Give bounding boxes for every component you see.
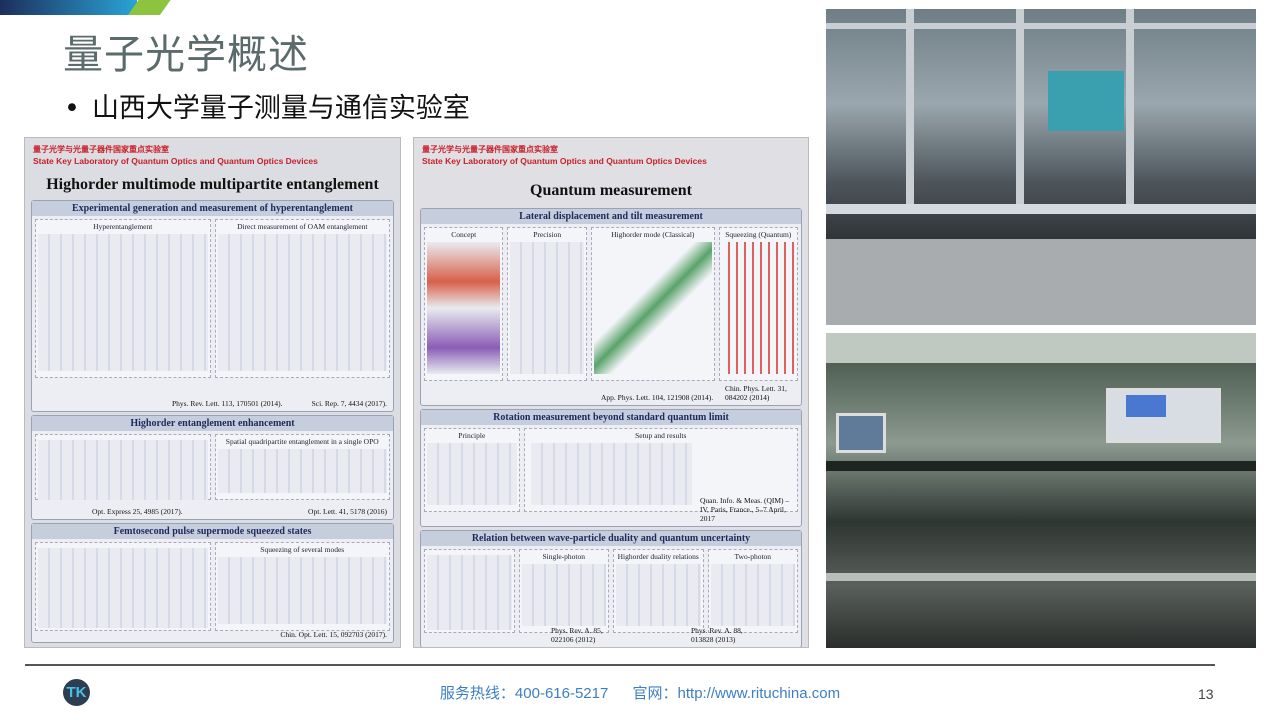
reference: Opt. Lett. 41, 5178 (2016) [308, 507, 387, 516]
poster-lab-en: State Key Laboratory of Quantum Optics a… [422, 156, 707, 166]
subpanel-title: Concept [451, 230, 477, 239]
poster-section: Highorder entanglement enhancement Spati… [31, 415, 394, 520]
slide-title: 量子光学概述 [63, 32, 309, 78]
reference: App. Phys. Lett. 104, 121908 (2014). [601, 393, 714, 402]
subpanel: Single-photon [518, 549, 609, 633]
reference: Sci. Rep. 7, 4434 (2017). [311, 399, 387, 408]
bullet-point: • 山西大学量子测量与通信实验室 [64, 86, 470, 125]
section-heading: Highorder entanglement enhancement [32, 416, 393, 431]
poster-section: Relation between wave-particle duality a… [420, 530, 802, 647]
bullet-text: 山西大学量子测量与通信实验室 [91, 93, 470, 124]
footer-website[interactable]: 官网：http://www.rituchina.com [632, 685, 841, 702]
subpanel-title: Squeezing (Quantum) [725, 230, 792, 239]
subpanel-title: Squeezing of several modes [260, 545, 345, 554]
section-heading: Lateral displacement and tilt measuremen… [421, 209, 801, 224]
subpanel: Two-photon [707, 549, 798, 633]
header-accent-bar [0, 0, 137, 15]
reference: Phys. Rev. A. 88, 013828 (2013) [691, 626, 743, 644]
poster-section: Lateral displacement and tilt measuremen… [420, 208, 802, 406]
reference: Chin. Opt. Lett. 15, 092703 (2017). [280, 630, 387, 639]
poster-quantum-measurement: 量子光学与光量子器件国家重点实验室 State Key Laboratory o… [413, 137, 809, 648]
subpanel: Concept [424, 227, 504, 381]
poster-title: Highorder multimode multipartite entangl… [46, 176, 379, 193]
footer-hotline: 服务热线：400-616-5217 [439, 685, 609, 702]
poster-lab-en: State Key Laboratory of Quantum Optics a… [33, 156, 318, 166]
page-number: 13 [1198, 686, 1214, 702]
subpanel: Squeezing of several modes [214, 542, 390, 631]
subpanel-title: Setup and results [635, 431, 687, 440]
poster-section: Femtosecond pulse supermode squeezed sta… [31, 523, 394, 643]
company-logo: TK [63, 679, 90, 706]
lab-photo-optical-table [826, 9, 1256, 325]
reference: Opt. Express 25, 4985 (2017). [92, 507, 183, 516]
reference: Phys. Rev. A. 85, 022106 (2012) [551, 626, 603, 644]
subpanel: Principle [424, 428, 520, 512]
section-heading: Rotation measurement beyond standard qua… [421, 410, 801, 425]
section-heading: Relation between wave-particle duality a… [421, 531, 801, 546]
lab-photo-electronics-rack [826, 333, 1256, 648]
subpanel: Setup and results [523, 428, 798, 512]
footer-contact: 服务热线：400-616-5217 官网：http://www.rituchin… [0, 682, 1280, 703]
poster-multipartite-entanglement: 量子光学与光量子器件国家重点实验室 State Key Laboratory o… [24, 137, 401, 648]
bullet-marker: • [64, 93, 80, 124]
subpanel-title: Hyperentanglement [93, 222, 153, 231]
subpanel-title: Two-photon [734, 552, 772, 561]
subpanel-title: Principle [458, 431, 486, 440]
subpanel: Squeezing (Quantum) [718, 227, 799, 381]
footer-divider [25, 664, 1215, 666]
poster-lab-cn: 量子光学与光量子器件国家重点实验室 [422, 145, 558, 154]
subpanel-title: Single-photon [542, 552, 586, 561]
reference: Quan. Info. & Meas. (QIM) – IV, Paris, F… [700, 496, 790, 523]
subpanel [35, 542, 211, 631]
subpanel [35, 434, 211, 500]
subpanel: Highorder duality relations [613, 549, 704, 633]
subpanel-title: Spatial quadripartite entanglement in a … [225, 437, 379, 446]
subpanel: Precision [507, 227, 587, 381]
reference: Chin. Phys. Lett. 31, 084202 (2014) [725, 384, 787, 402]
reference: Phys. Rev. Lett. 113, 170501 (2014). [172, 399, 283, 408]
subpanel-title: Direct measurement of OAM entanglement [237, 222, 368, 231]
subpanel-title: Precision [533, 230, 562, 239]
poster-section: Experimental generation and measurement … [31, 200, 394, 412]
subpanel: Spatial quadripartite entanglement in a … [214, 434, 390, 500]
subpanel: Hyperentanglement [35, 219, 211, 378]
subpanel: Highorder mode (Classical) [590, 227, 715, 381]
section-heading: Experimental generation and measurement … [32, 201, 393, 216]
section-heading: Femtosecond pulse supermode squeezed sta… [32, 524, 393, 539]
subpanel-title: Highorder duality relations [617, 552, 699, 561]
poster-lab-cn: 量子光学与光量子器件国家重点实验室 [33, 145, 169, 154]
poster-section: Rotation measurement beyond standard qua… [420, 409, 802, 527]
poster-title: Quantum measurement [530, 182, 692, 199]
subpanel-title: Highorder mode (Classical) [611, 230, 695, 239]
subpanel: Direct measurement of OAM entanglement [214, 219, 390, 378]
subpanel [424, 549, 515, 633]
